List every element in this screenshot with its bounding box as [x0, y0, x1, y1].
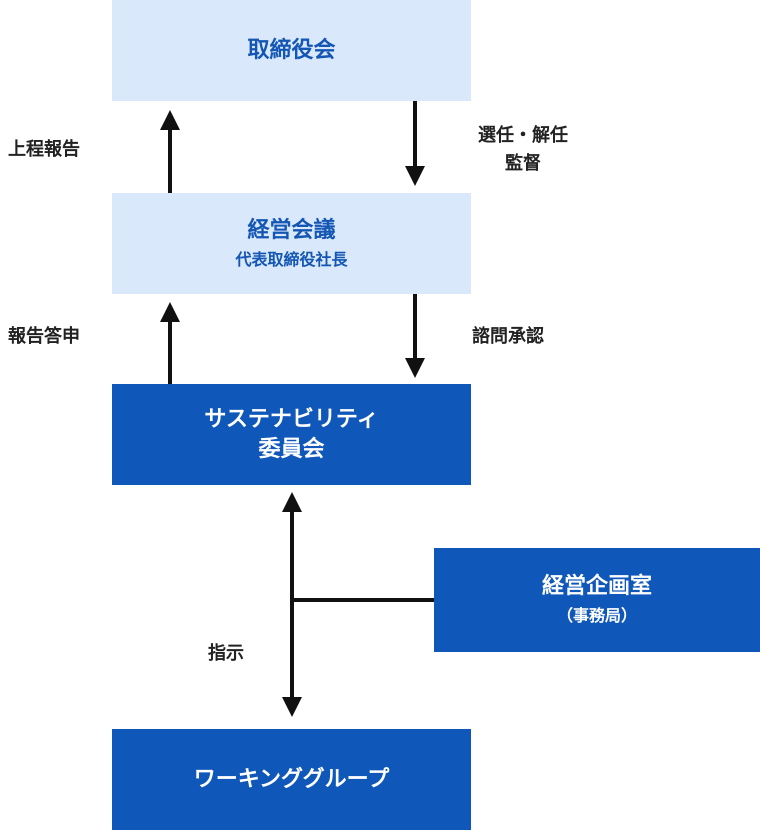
- board-box: 取締役会: [112, 0, 471, 101]
- label-instruct: 指示: [208, 643, 244, 664]
- label-appoint-line1: 選任・解任: [478, 125, 568, 146]
- management-meeting-box: 経営会議 代表取締役社長: [112, 193, 471, 294]
- planning-office-box: 経営企画室 （事務局）: [434, 548, 760, 652]
- management-meeting-subtitle: 代表取締役社長: [235, 249, 348, 269]
- management-meeting-title: 経営会議: [247, 217, 336, 243]
- label-appoint: 選任・解任 監督: [453, 122, 593, 178]
- board-title: 取締役会: [247, 37, 336, 63]
- arrow-appoint-down: [405, 101, 425, 186]
- arrow-instruct-bidirectional: [282, 492, 302, 717]
- arrow-report-up: [160, 110, 180, 193]
- sustainability-committee-box: サステナビリティ 委員会: [112, 384, 471, 485]
- label-report-answer: 報告答申: [8, 326, 80, 347]
- planning-office-title: 経営企画室: [541, 574, 652, 599]
- committee-title-line1: サステナビリティ: [204, 406, 379, 432]
- arrow-consult-down: [405, 294, 425, 378]
- arrow-report-answer-up: [160, 302, 180, 384]
- planning-office-subtitle: （事務局）: [556, 606, 637, 625]
- label-report-up: 上程報告: [8, 139, 80, 160]
- working-group-title: ワーキンググループ: [193, 766, 390, 792]
- label-consult-approve: 諮問承認: [472, 326, 544, 347]
- label-appoint-line2: 監督: [505, 153, 541, 174]
- working-group-box: ワーキンググループ: [112, 729, 471, 830]
- committee-title-line2: 委員会: [258, 436, 325, 462]
